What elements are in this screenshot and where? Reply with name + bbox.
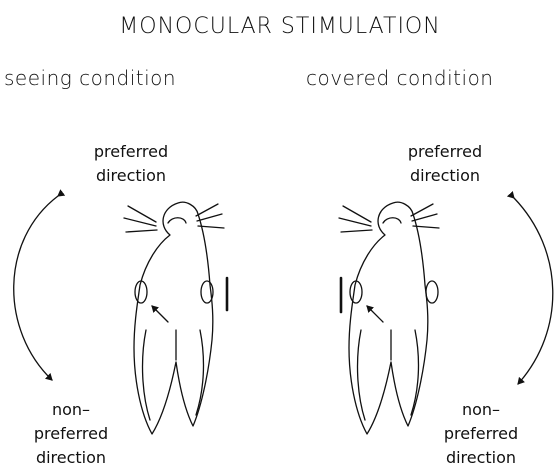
- right-rotation-arrow: [514, 198, 553, 384]
- right-animal: [339, 202, 439, 434]
- left-animal: [124, 202, 227, 434]
- left-whiskers-left: [124, 206, 157, 232]
- right-whiskers-left: [339, 206, 372, 232]
- left-animal-snout: [168, 218, 186, 223]
- right-animal-right-eye: [426, 281, 438, 303]
- left-animal-body: [134, 202, 213, 434]
- left-animal-left-eye: [135, 281, 147, 303]
- left-whiskers-right: [196, 204, 224, 228]
- left-pointer-arrow: [152, 306, 168, 322]
- right-whiskers-right: [411, 204, 439, 228]
- right-animal-snout: [383, 218, 401, 223]
- right-animal-body: [349, 202, 428, 434]
- right-pointer-arrow: [367, 306, 383, 322]
- left-rotation-arrow: [14, 196, 58, 380]
- right-animal-left-eye: [350, 281, 362, 303]
